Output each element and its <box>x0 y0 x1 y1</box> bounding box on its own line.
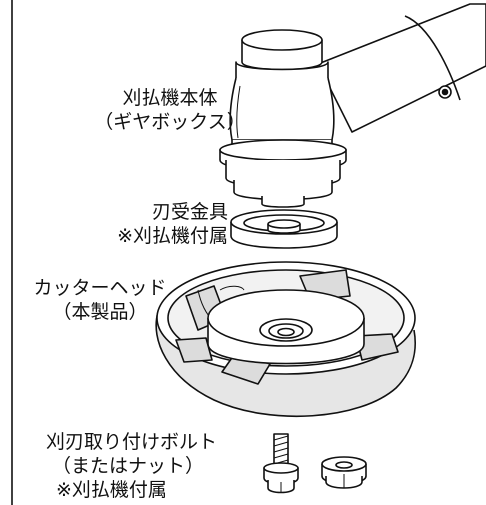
gearbox-label-line2: （ギヤボックス） <box>94 111 246 133</box>
shaft-tube <box>317 3 486 133</box>
bolt-label-line3: ※刈払機付属 <box>56 479 167 501</box>
bolt-label-line1: 刈刃取り付けボルト <box>46 431 218 453</box>
cutter-head-label-line2: （本製品） <box>52 301 148 323</box>
gearbox-label: 刈払機本体 （ギヤボックス） <box>90 86 250 134</box>
cutter-head-label: カッターヘッド （本製品） <box>20 276 180 324</box>
cutter-head-part <box>155 261 416 418</box>
washer-part <box>230 209 338 249</box>
nut-part <box>321 456 367 489</box>
bolt-label: 刈刃取り付けボルト （またはナット） ※刈払機付属 <box>46 430 246 502</box>
washer-label: 刃受金具 ※刈払機付属 <box>78 200 228 248</box>
cutter-head-label-line1: カッターヘッド <box>33 277 167 299</box>
bolt-part <box>263 433 299 494</box>
washer-label-line2: ※刈払機付属 <box>117 225 228 247</box>
gearbox-label-line1: 刈払機本体 <box>122 87 218 109</box>
washer-label-line1: 刃受金具 <box>151 201 228 223</box>
bolt-label-line2: （またはナット） <box>52 455 205 477</box>
gearbox-body <box>219 29 347 208</box>
